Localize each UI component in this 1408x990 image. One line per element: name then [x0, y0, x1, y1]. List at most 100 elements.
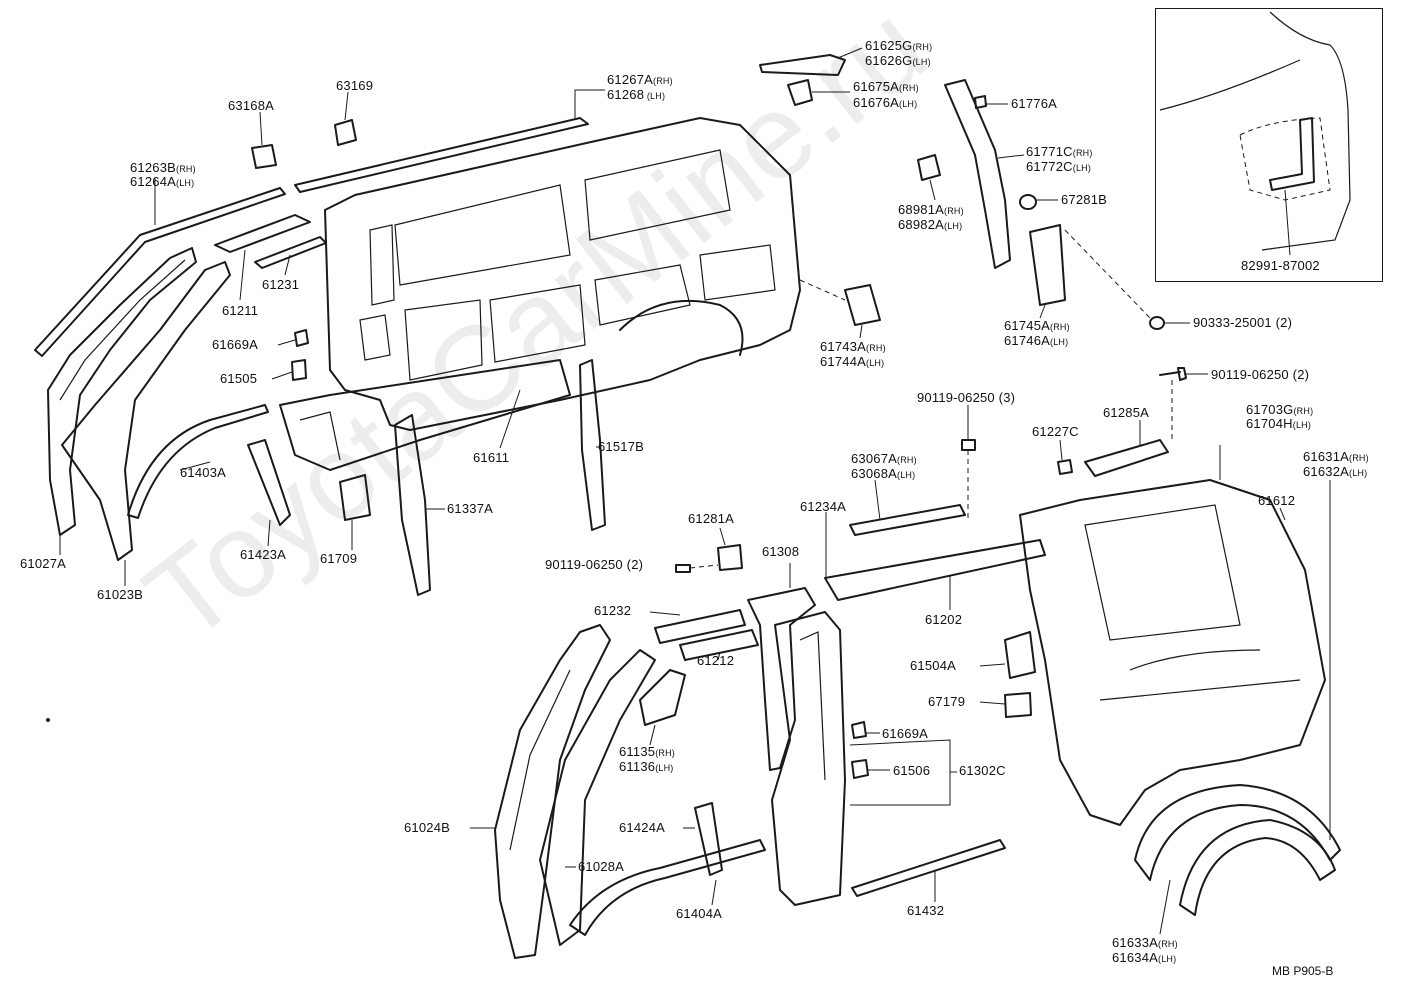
part-number: 61227C	[1032, 424, 1079, 439]
part-label-l-61504a: 61504A	[910, 659, 956, 673]
plug-67281b	[1019, 194, 1037, 210]
side-suffix: (RH)	[866, 343, 886, 353]
part-number: 61302C	[959, 763, 1006, 778]
side-suffix: (LH)	[897, 470, 916, 480]
handle-61625g	[759, 54, 846, 76]
side-suffix: (RH)	[1050, 322, 1070, 332]
pillar-61024b	[494, 624, 611, 959]
arch-61403a	[127, 404, 269, 519]
part-number: 61703G	[1246, 402, 1294, 417]
side-suffix: (LH)	[944, 221, 963, 231]
part-number: 90119-06250 (2)	[1211, 367, 1310, 382]
clip-61506	[851, 759, 869, 779]
bolt-90119-b	[961, 439, 976, 451]
brace-61423a	[247, 439, 291, 526]
clip-61227c	[1057, 459, 1073, 475]
diagram-code: MB P905-B	[1272, 964, 1334, 978]
part-number: 61631A	[1303, 449, 1350, 464]
part-label-l-61267a: 61267A(RH)	[607, 73, 673, 88]
bracket-63168a	[251, 144, 277, 169]
part-number: 61611	[473, 450, 510, 465]
part-number: 61234A	[800, 499, 847, 514]
part-number: 61506	[893, 763, 931, 778]
part-number: 61403A	[180, 465, 227, 480]
part-label-l-61281a: 61281A	[688, 512, 734, 526]
bracket-61135	[639, 669, 686, 726]
part-label-l-63169: 63169	[336, 79, 373, 93]
part-number: 61028A	[578, 859, 625, 874]
part-number: 63169	[336, 78, 374, 93]
part-label-l-61264a: 61264A(LH)	[130, 175, 194, 190]
wheelhouse-61633a	[1134, 784, 1341, 881]
part-number: 61263B	[130, 160, 177, 175]
part-number: 61709	[320, 551, 358, 566]
clip-61669a-lower	[851, 721, 867, 739]
part-number: 61023B	[97, 587, 144, 602]
part-number: 61202	[925, 612, 963, 627]
part-label-l-68982a: 68982A(LH)	[898, 218, 962, 233]
part-label-l-61432: 61432	[907, 904, 944, 918]
clip-61776a	[974, 95, 987, 109]
part-label-l-61404a: 61404A	[676, 907, 722, 921]
side-suffix: (LH)	[644, 91, 666, 101]
part-number: 61504A	[910, 658, 957, 673]
side-suffix: (RH)	[1072, 148, 1093, 158]
part-number: 61743A	[820, 339, 867, 354]
side-suffix: (LH)	[1072, 163, 1092, 173]
part-label-l-61612: 61612	[1258, 494, 1295, 508]
part-number: 61308	[762, 544, 800, 559]
part-label-l-63067a: 63067A(RH)	[851, 452, 917, 467]
part-label-l-61202: 61202	[925, 613, 962, 627]
clip-61505	[291, 359, 307, 381]
part-label-l-67179: 67179	[928, 695, 965, 709]
inset-frame	[1155, 8, 1383, 282]
side-suffix: (LH)	[912, 57, 931, 67]
part-number: 61675A	[853, 79, 900, 94]
strip-61232	[654, 609, 746, 644]
side-suffix: (RH)	[1293, 406, 1314, 416]
stray-dot	[46, 718, 50, 722]
part-label-l-61517b: 61517B	[598, 440, 644, 454]
part-label-l-61232: 61232	[594, 604, 631, 618]
bracket-61745a	[1029, 224, 1066, 306]
part-label-l-61709: 61709	[320, 552, 357, 566]
part-label-l-61135: 61135(RH)	[619, 745, 675, 760]
part-label-l-61403a: 61403A	[180, 466, 226, 480]
part-number: 90119-06250 (2)	[545, 557, 644, 572]
part-label-l-67281b: 67281B	[1061, 193, 1107, 207]
part-label-l-61263b: 61263B(RH)	[130, 161, 196, 176]
part-label-l-61268: 61268 (LH)	[607, 88, 665, 103]
arch-61404a	[569, 839, 766, 936]
part-number: 63067A	[851, 451, 898, 466]
pillar-61028a	[539, 649, 656, 946]
part-number: 61771C	[1026, 144, 1073, 159]
part-label-l-68981a: 68981A(RH)	[898, 203, 964, 218]
part-number: 61517B	[598, 439, 645, 454]
part-label-l-90119-a: 90119-06250 (2)	[1211, 368, 1309, 382]
part-number: 61625G	[865, 38, 913, 53]
part-number: 61632A	[1303, 464, 1350, 479]
part-label-l-63068a: 63068A(LH)	[851, 467, 915, 482]
part-label-l-61227c: 61227C	[1032, 425, 1079, 439]
rail-63067a	[849, 504, 966, 536]
pillar-61027a	[47, 247, 197, 536]
strip-61231	[254, 236, 327, 269]
part-number: 61424A	[619, 820, 666, 835]
part-label-l-61745a: 61745A(RH)	[1004, 319, 1070, 334]
part-number: 61505	[220, 371, 258, 386]
bracket-61504a	[1004, 631, 1036, 679]
part-number: 68982A	[898, 217, 945, 232]
part-number: 61268	[607, 87, 645, 102]
part-label-l-61234a: 61234A	[800, 500, 846, 514]
side-suffix: (RH)	[1158, 939, 1178, 949]
part-number: 61211	[222, 303, 259, 318]
part-number: 61669A	[212, 337, 259, 352]
part-label-l-61337a: 61337A	[447, 502, 493, 516]
part-label-l-61631a: 61631A(RH)	[1303, 450, 1369, 465]
panel-61612	[1019, 479, 1326, 826]
side-suffix: (LH)	[1050, 337, 1069, 347]
part-number: 61704H	[1246, 416, 1293, 431]
part-label-l-82991: 82991-87002	[1241, 259, 1320, 273]
part-label-l-90333: 90333-25001 (2)	[1193, 316, 1292, 330]
part-number: 90333-25001 (2)	[1193, 315, 1293, 330]
